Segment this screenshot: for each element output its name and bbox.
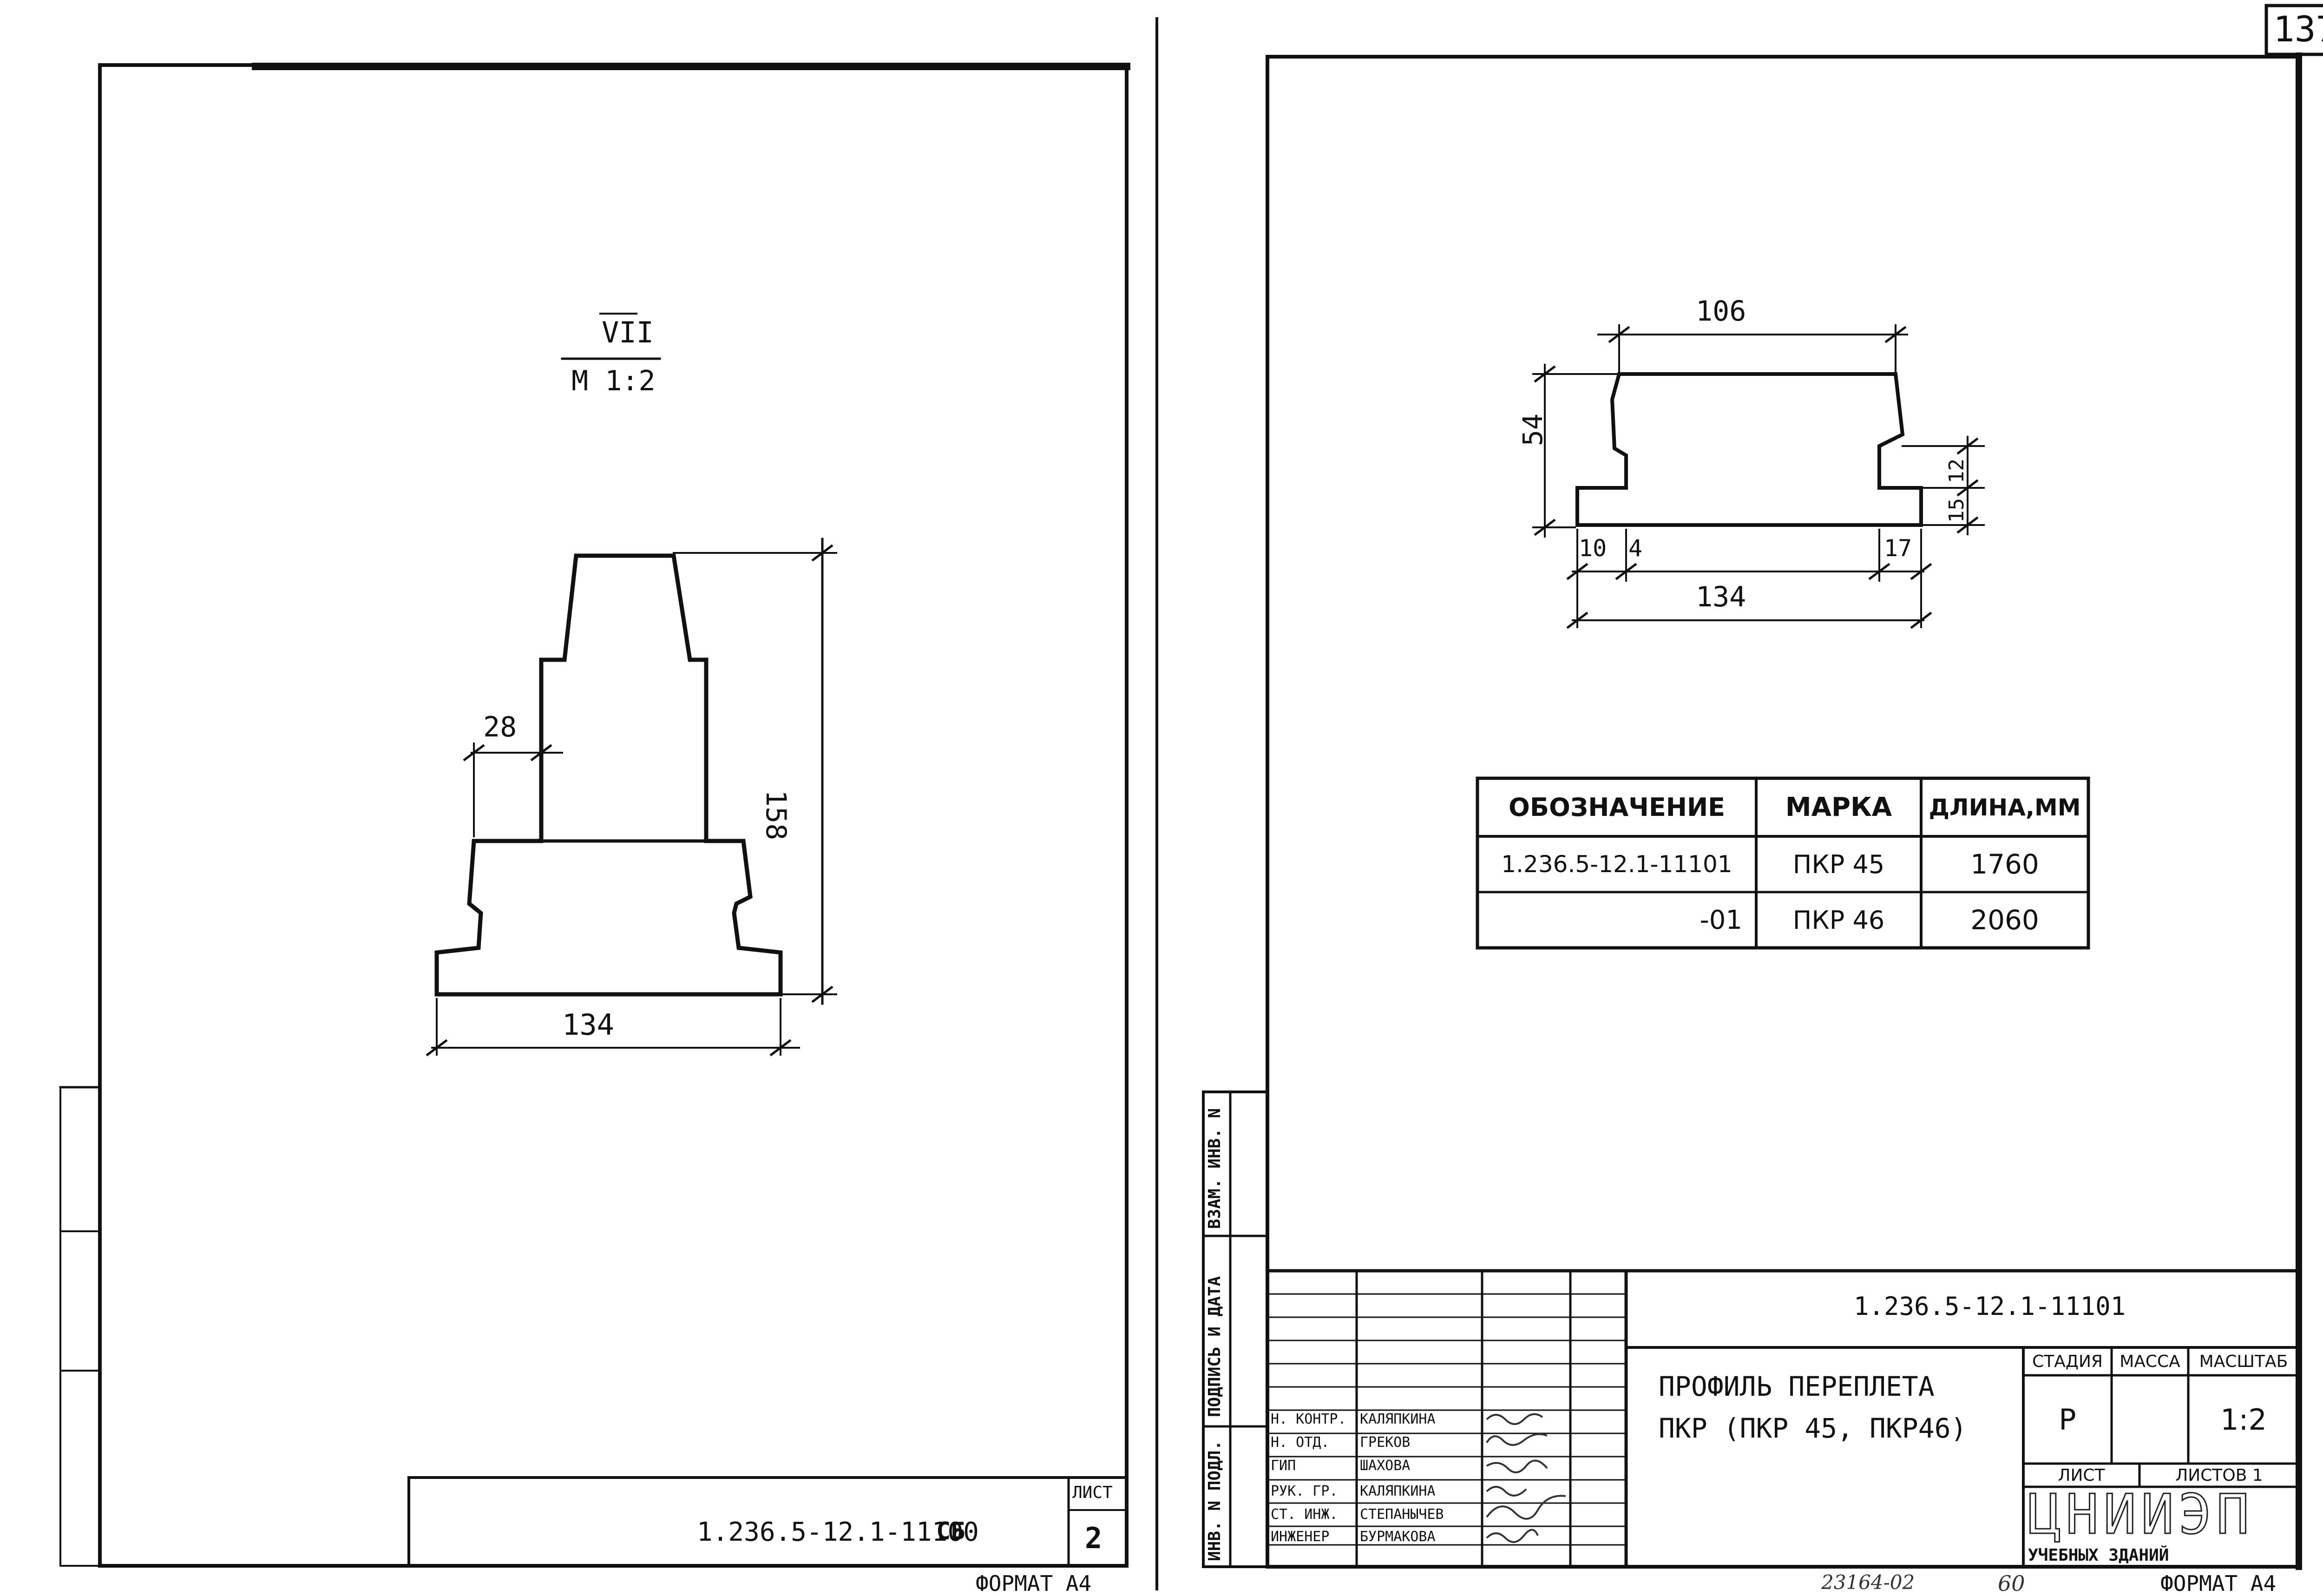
signature-2 <box>1486 1459 1548 1473</box>
page-number: 137 <box>2273 8 2323 50</box>
dim-10: 10 <box>1579 535 1607 562</box>
left-format-label: ФОРМАТ А4 <box>976 1571 1092 1596</box>
page-number-box <box>2264 4 2323 56</box>
staff-role-0: Н. КОНТР. <box>1271 1411 1346 1427</box>
staff-name-0: КАЛЯПКИНА <box>1360 1411 1436 1427</box>
staff-name-5: БУРМАКОВА <box>1360 1529 1436 1545</box>
spec-table-frame <box>1476 776 2090 950</box>
staff-role-2: ГИП <box>1271 1458 1296 1474</box>
sheet-label: ЛИСТ <box>2058 1465 2105 1485</box>
left-doc-suffix: СБ <box>936 1517 965 1545</box>
left-stamp <box>407 1476 1128 1567</box>
signature-0 <box>1486 1413 1543 1425</box>
side-strip <box>1202 1090 1269 1568</box>
staff-name-4: СТЕПАНЫЧЕВ <box>1360 1506 1444 1523</box>
dim-width: 134 <box>562 1008 614 1042</box>
title-line-2: ПКР (ПКР 45, ПКР46) <box>1659 1412 1967 1444</box>
dim-17: 17 <box>1884 535 1912 562</box>
dim-width-134: 134 <box>1696 581 1746 613</box>
table-row-2-length: 2060 <box>1970 904 2039 936</box>
scale-value: 1:2 <box>2220 1402 2267 1437</box>
signature-1 <box>1486 1433 1548 1446</box>
stage-label: СТАДИЯ <box>2032 1352 2103 1371</box>
title-block-doc-code: 1.236.5-12.1-11101 <box>1854 1292 2126 1321</box>
staff-name-2: ШАХОВА <box>1360 1458 1411 1474</box>
table-header-designation: ОБОЗНАЧЕНИЕ <box>1508 793 1726 822</box>
staff-name-3: КАЛЯПКИНА <box>1360 1483 1436 1499</box>
signature-4 <box>1486 1495 1566 1520</box>
table-header-length: ДЛИНА,ММ <box>1929 794 2081 821</box>
table-row-1-length: 1760 <box>1970 848 2039 880</box>
org-subtitle: УЧЕБНЫХ ЗДАНИЙ <box>2028 1546 2169 1565</box>
left-sheet-number: 2 <box>1085 1521 1102 1555</box>
sheets-count-label: ЛИСТОВ 1 <box>2175 1465 2263 1485</box>
table-row-2-mark: ПКР 46 <box>1792 905 1885 935</box>
staff-name-1: ГРЕКОВ <box>1360 1434 1411 1451</box>
left-doc-code: 1.236.5-12.1-11100 <box>697 1517 979 1547</box>
section-scale-label: М 1:2 <box>571 365 656 397</box>
dim-top-step: 28 <box>483 711 517 743</box>
dim-4: 4 <box>1628 535 1643 562</box>
right-format-label: ФОРМАТ А4 <box>2160 1571 2277 1596</box>
org-logo-text: ЦНИИЭП <box>2027 1482 2254 1546</box>
table-row-2-designation: -01 <box>1700 905 1742 935</box>
left-sheet-label: ЛИСТ <box>1072 1483 1113 1502</box>
signature-3 <box>1486 1486 1527 1497</box>
staff-role-1: Н. ОТД. <box>1271 1434 1330 1451</box>
mass-label: МАССА <box>2120 1352 2180 1371</box>
stage-value: Р <box>2059 1402 2076 1437</box>
table-header-mark: МАРКА <box>1785 792 1892 822</box>
staff-role-4: СТ. ИНЖ. <box>1271 1506 1338 1523</box>
table-row-1-designation: 1.236.5-12.1-11101 <box>1501 851 1732 878</box>
scale-label: МАСШТАБ <box>2199 1352 2288 1371</box>
dim-top: 106 <box>1696 295 1746 328</box>
section-mark: VII <box>602 315 654 349</box>
table-row-1-mark: ПКР 45 <box>1792 849 1885 879</box>
signature-5 <box>1486 1529 1539 1543</box>
right-profile-outline <box>1575 372 1923 527</box>
order-number: 23164-02 <box>1821 1571 1915 1594</box>
staff-role-5: ИНЖЕНЕР <box>1271 1529 1330 1545</box>
copy-number: 60 <box>1998 1571 2025 1596</box>
title-line-1: ПРОФИЛЬ ПЕРЕПЛЕТА <box>1659 1371 1935 1402</box>
staff-role-3: РУК. ГР. <box>1271 1483 1338 1499</box>
